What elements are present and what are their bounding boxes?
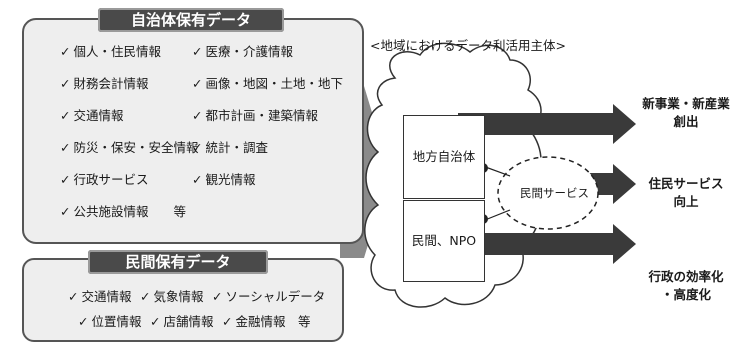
- gov-item: ✓都市計画・建築情報: [192, 108, 318, 123]
- outcome-text: 新事業・新産業創出: [642, 96, 730, 129]
- private-item: ✓交通情報: [68, 289, 132, 304]
- entity-private-npo: 民間、NPO: [403, 200, 485, 282]
- gov-item: ✓画像・地図・土地・地下: [192, 76, 343, 91]
- gov-item: ✓交通情報: [60, 108, 124, 123]
- gov-item: ✓統計・調査: [192, 140, 268, 155]
- gov-item: ✓防災・保安・安全情報: [60, 140, 199, 155]
- gov-item: ✓観光情報: [192, 172, 256, 187]
- gov-item: ✓医療・介護情報: [192, 44, 293, 59]
- entity-label: 民間、NPO: [411, 233, 477, 248]
- diagram-subtitle: <地域におけるデータ利活用主体>: [370, 38, 566, 53]
- outcome-text: 行政の効率化・高度化: [648, 269, 724, 302]
- service-ellipse: [497, 156, 599, 230]
- outcome-resident-service: 住民サービス向上: [640, 175, 732, 211]
- private-item: ✓位置情報: [78, 314, 142, 329]
- outcome-new-business: 新事業・新産業創出: [640, 95, 732, 131]
- output-arrow-3: [458, 224, 636, 264]
- service-label: 民間サービス: [520, 186, 589, 200]
- gov-item: ✓行政サービス: [60, 172, 149, 187]
- entity-local-government: 地方自治体: [403, 115, 485, 199]
- private-item: ✓気象情報: [140, 289, 204, 304]
- gov-item: ✓個人・住民情報: [60, 44, 161, 59]
- entity-label: 地方自治体: [412, 149, 476, 164]
- outcome-admin-efficiency: 行政の効率化・高度化: [640, 268, 732, 304]
- government-data-panel: [22, 18, 364, 244]
- gov-item: ✓財務会計情報: [60, 76, 149, 91]
- private-item: ✓金融情報 等: [222, 314, 311, 329]
- government-data-title: 自治体保有データ: [98, 8, 284, 32]
- output-arrow-1: [458, 104, 636, 144]
- government-data-list: ✓個人・住民情報 ✓財務会計情報 ✓交通情報 ✓防災・保安・安全情報 ✓行政サー…: [42, 42, 360, 238]
- gov-item: ✓公共施設情報 等: [60, 204, 186, 219]
- outcome-text: 住民サービス向上: [648, 176, 724, 209]
- private-item: ✓ソーシャルデータ: [212, 289, 326, 304]
- private-item: ✓店舗情報: [150, 314, 214, 329]
- private-data-title: 民間保有データ: [88, 250, 268, 274]
